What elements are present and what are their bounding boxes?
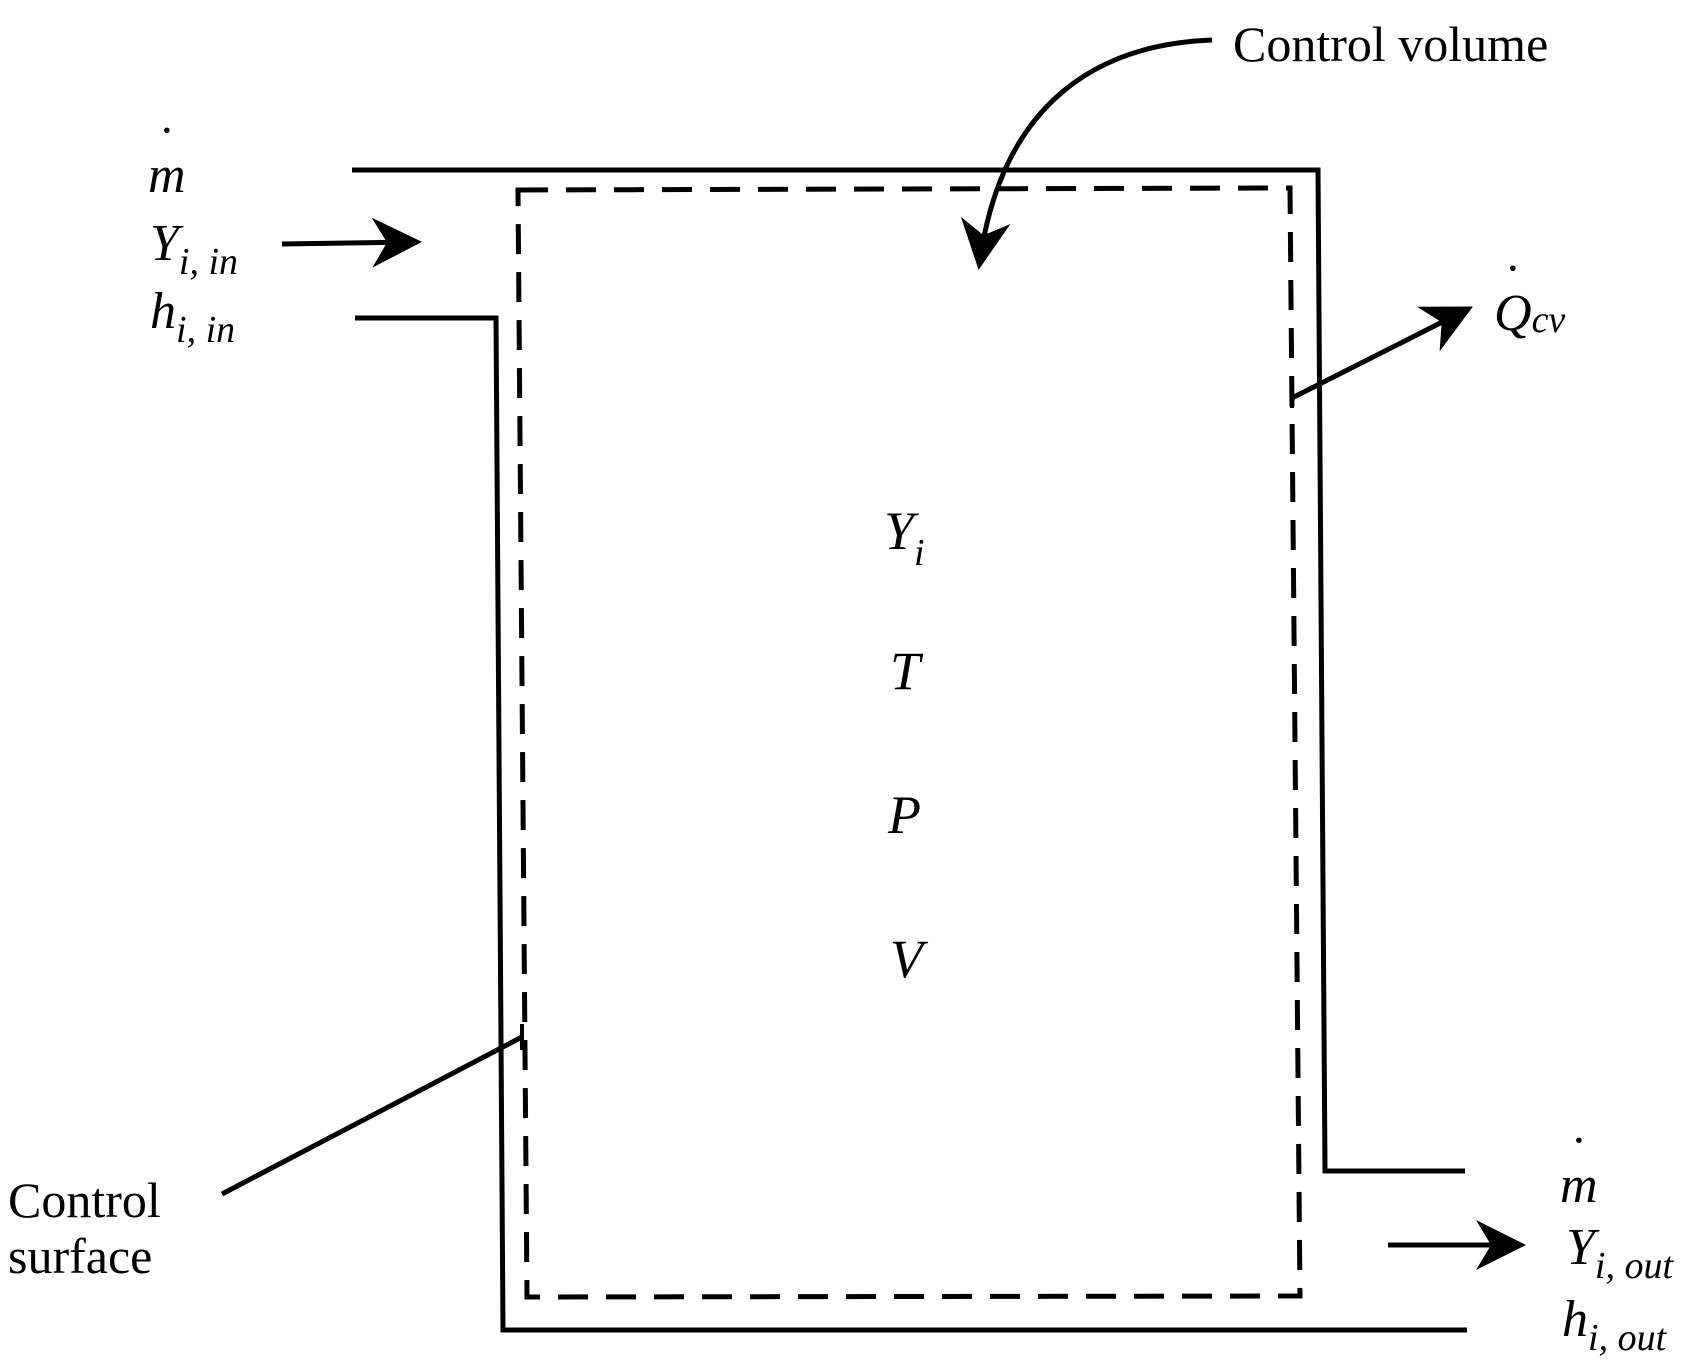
control-surface-leader (220, 1034, 524, 1197)
outlet-species-sub-tail: , out (1605, 1245, 1674, 1287)
outlet-enthalpy-sub: i (1588, 1317, 1599, 1359)
inlet-mass-flow-symbol: m (148, 120, 186, 202)
heat-sub: cv (1531, 299, 1566, 341)
inlet-arrow (281, 217, 422, 268)
heat-symbol: Q (1494, 258, 1532, 340)
inlet-enthalpy-sub: i (176, 309, 187, 351)
inlet-enthalpy-sub-tail: , in (186, 309, 236, 351)
outlet-species-sub: i (1594, 1245, 1606, 1287)
outlet-mass-flow: m (1560, 1130, 1598, 1212)
outlet-enthalpy-symbol: h (1562, 1291, 1588, 1348)
inlet-enthalpy-symbol: h (150, 283, 176, 340)
inlet-species-sub-tail: , in (189, 241, 239, 283)
control-surface-label: Control surface (8, 1172, 161, 1284)
vessel-wall-lower (355, 315, 1467, 1333)
control-surface-label-line2: surface (8, 1228, 153, 1284)
inlet-species-symbol: Y (150, 215, 179, 272)
control-volume-label: Control volume (1233, 16, 1549, 72)
heat-transfer-arrow (1290, 306, 1473, 401)
control-volume-leader (960, 37, 1213, 270)
inlet-species-sub: i (178, 241, 190, 283)
inlet-enthalpy: hi, in (150, 283, 235, 350)
heat-transfer-label: Qcv (1494, 258, 1566, 341)
state-pressure: P (888, 785, 921, 845)
control-volume-boundary (515, 185, 1303, 1300)
control-surface-label-line1: Control (8, 1172, 161, 1228)
state-volume: V (890, 929, 923, 989)
outlet-species: Yi, out (1566, 1219, 1673, 1286)
state-temperature: T (890, 641, 921, 701)
outlet-enthalpy: hi, out (1562, 1291, 1666, 1358)
state-mass-fraction-sub: i (914, 532, 925, 574)
outlet-mass-flow-symbol: m (1560, 1130, 1598, 1212)
inlet-species: Yi, in (150, 215, 238, 282)
inlet-mass-flow: m (148, 120, 186, 202)
state-mass-fraction: Yi (884, 501, 925, 572)
vessel-wall (352, 167, 1465, 1174)
state-mass-fraction-symbol: Y (884, 501, 915, 561)
outlet-enthalpy-sub-tail: , out (1598, 1317, 1667, 1359)
outlet-species-symbol: Y (1566, 1219, 1595, 1276)
